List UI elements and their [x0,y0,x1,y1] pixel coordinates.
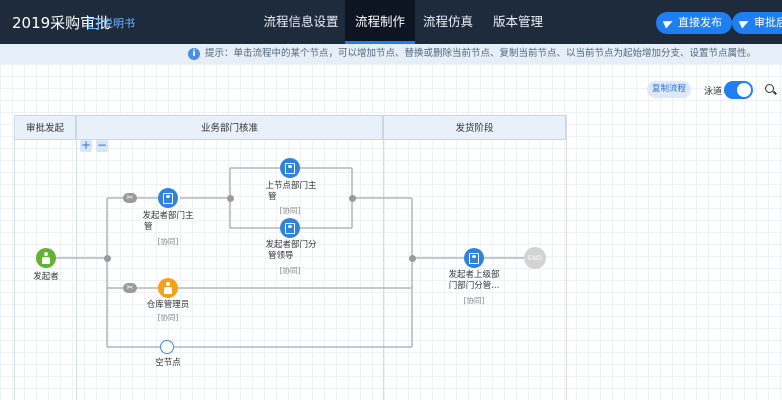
swimlane-toggle[interactable] [724,81,753,99]
junction-dot[interactable] [409,255,416,262]
help-label: 说明书 [102,17,135,30]
lane-divider [566,115,567,400]
dept-head-tag: [协同] [157,237,179,246]
approver-icon [285,223,295,234]
start-node-label: 发起者 [33,272,59,282]
remove-lane-button[interactable]: − [96,138,108,152]
junction-dot[interactable] [349,195,356,202]
toggle-knob [737,83,751,97]
publish-button[interactable]: 直接发布 [656,12,732,34]
warehouse-tag: [协同] [157,313,179,322]
empty-node[interactable] [160,340,174,354]
upper-head-node[interactable] [280,158,300,178]
lane-header-shipping: 发货阶段 [383,115,566,140]
review-publish-label: 审批后发 [754,16,782,29]
superior-node[interactable] [464,248,484,268]
start-node[interactable] [36,248,56,268]
upper-head-tag: [协同] [279,206,301,215]
sub-leader-label: 发起者部门分 管领导 [265,240,317,261]
branch-scissors-icon[interactable]: ✂ [123,283,137,293]
warehouse-node[interactable] [158,278,178,298]
app-title: 2019采购审批 [12,14,111,32]
info-icon: i [188,48,200,60]
lane-divider [14,115,15,400]
tab-process-info[interactable]: 流程信息设置 [263,14,339,29]
review-publish-button[interactable]: 审批后发 [732,12,782,34]
approver-icon [469,253,479,264]
sub-leader-tag: [协同] [279,266,301,275]
person-icon [42,252,50,264]
superior-tag: [协同] [463,296,485,305]
empty-node-label: 空节点 [155,358,181,368]
upper-head-label: 上节点部门主 管 [265,181,317,202]
person-icon [164,282,172,294]
publish-label: 直接发布 [678,16,722,29]
tab-process-simulation[interactable]: 流程仿真 [422,14,473,29]
tab-version-management[interactable]: 版本管理 [492,14,543,29]
tip-text: 提示：单击流程中的某个节点，可以增加节点、替换或删除当前节点、复制当前节点、以当… [205,48,757,59]
approver-icon [285,163,295,174]
dept-head-label: 发起者部门主 管 [142,211,194,232]
swimlane-toggle-label: 泳道 [704,87,723,97]
junction-dot[interactable] [104,255,111,262]
lane-header-initiation: 审批发起 [14,115,76,140]
branch-scissors-icon[interactable]: ✂ [123,193,137,203]
book-icon [88,17,99,29]
tip-bar: i 提示：单击流程中的某个节点，可以增加节点、替换或删除当前节点、复制当前节点、… [0,44,782,64]
top-bar: 2019采购审批 说明书 流程信息设置 流程制作 流程仿真 版本管理 直接发布 … [0,0,782,44]
help-link[interactable]: 说明书 [88,15,135,31]
superior-label: 发起者上级部 门部门分管... [448,270,500,291]
add-lane-button[interactable]: + [80,138,92,152]
approver-icon [163,193,173,204]
search-icon[interactable] [765,84,774,93]
lane-header-department-approval: 业务部门核准 [76,115,383,140]
copy-flow-button[interactable]: 复制流程 [647,81,691,98]
lane-divider [383,140,384,400]
lane-divider [76,140,77,400]
dept-head-node[interactable] [158,188,178,208]
end-node[interactable]: END [524,247,546,269]
tab-process-design[interactable]: 流程制作 [345,0,415,44]
warehouse-label: 仓库管理员 [146,300,190,310]
junction-dot[interactable] [227,195,234,202]
sub-leader-node[interactable] [280,218,300,238]
